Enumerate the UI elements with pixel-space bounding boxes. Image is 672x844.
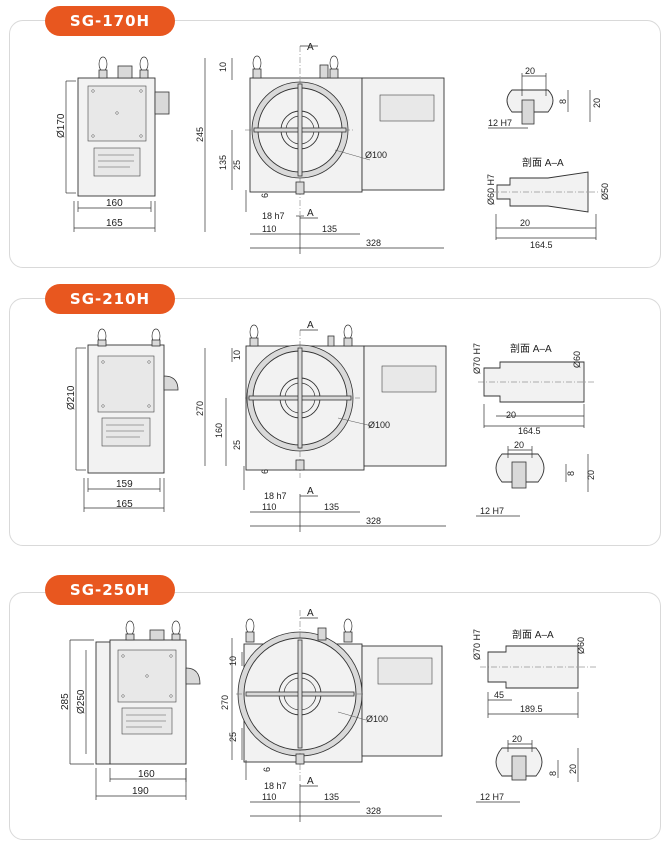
side-view xyxy=(231,610,443,822)
dim-left: 110 xyxy=(262,224,276,234)
drawing-sg-250h: 285 Ø250 160 190 A A 10 270 25 6 18 h7 1… xyxy=(60,608,596,822)
drawing-sg-170h: 160 165 Ø170 A A 10 245 135 25 6 18 h7 xyxy=(56,42,610,254)
key-detail xyxy=(476,740,579,803)
key-detail xyxy=(488,73,591,129)
front-width-inner: 160 xyxy=(138,769,155,780)
dim-right: 135 xyxy=(324,502,339,512)
arrow-a-top: A xyxy=(307,320,314,331)
section-right-dia: Ø60 xyxy=(576,637,586,654)
dim-bore: Ø100 xyxy=(366,714,388,724)
section-left-dia: Ø70 H7 xyxy=(472,629,482,660)
key-depth: 8 xyxy=(558,99,568,104)
key-detail xyxy=(476,446,589,517)
section-step: 20 xyxy=(520,218,530,228)
front-view xyxy=(65,56,170,232)
model-tag-sg-170h: SG-170H xyxy=(45,6,175,36)
section-title: 剖面 A–A xyxy=(512,628,554,641)
section-a-a xyxy=(478,361,596,428)
key-slot: 12 H7 xyxy=(480,506,504,516)
key-width: 20 xyxy=(514,440,524,450)
front-width-inner: 160 xyxy=(106,198,123,209)
dim-key-width: 18 h7 xyxy=(262,211,285,221)
front-width-inner: 159 xyxy=(116,479,133,490)
dim-total-height: 270 xyxy=(220,695,230,710)
dim-key-width: 18 h7 xyxy=(264,491,287,501)
drawing-sg-210h: 159 165 Ø210 A A 10 270 160 25 6 18 h7 1… xyxy=(66,320,596,532)
dim-center: 160 xyxy=(214,423,224,438)
key-height: 20 xyxy=(592,98,602,108)
key-slot: 12 H7 xyxy=(488,118,512,128)
model-tag-sg-210h: SG-210H xyxy=(45,284,175,314)
dim-offset: 25 xyxy=(228,732,238,742)
front-height: Ø250 xyxy=(76,689,87,714)
side-view xyxy=(204,324,447,532)
dim-bore: Ø100 xyxy=(368,420,390,430)
dim-top: 10 xyxy=(228,656,238,666)
front-width-outer: 165 xyxy=(116,499,133,510)
dim-total-height: 270 xyxy=(195,401,205,416)
front-total-height: 285 xyxy=(60,693,71,710)
section-right-dia: Ø50 xyxy=(600,183,610,200)
front-width-outer: 165 xyxy=(106,218,123,229)
dim-center: 135 xyxy=(218,155,228,170)
dim-right: 135 xyxy=(322,224,337,234)
dim-key-width: 18 h7 xyxy=(264,781,287,791)
key-depth: 8 xyxy=(566,471,576,476)
key-width: 20 xyxy=(512,734,522,744)
section-length: 189.5 xyxy=(520,704,543,714)
section-right-dia: Ø60 xyxy=(572,351,582,368)
arrow-a-top: A xyxy=(307,608,314,619)
front-height: Ø210 xyxy=(66,385,77,410)
dim-bore: Ø100 xyxy=(365,150,387,160)
dim-left: 110 xyxy=(262,792,276,802)
dim-offset: 25 xyxy=(232,440,242,450)
dim-right: 135 xyxy=(324,792,339,802)
dim-key: 6 xyxy=(260,193,270,198)
key-width: 20 xyxy=(525,66,535,76)
dim-left: 110 xyxy=(262,502,276,512)
section-step: 20 xyxy=(506,410,516,420)
section-left-dia: Ø70 H7 xyxy=(472,343,482,374)
arrow-a-bottom: A xyxy=(307,208,314,219)
section-a-a xyxy=(490,171,600,240)
model-tag-sg-250h: SG-250H xyxy=(45,575,175,605)
arrow-a-top: A xyxy=(307,42,314,53)
key-depth: 8 xyxy=(548,771,558,776)
dim-length: 328 xyxy=(366,516,381,526)
section-a-a xyxy=(480,645,596,718)
section-length: 164.5 xyxy=(530,240,553,250)
section-step: 45 xyxy=(494,690,504,700)
arrow-a-bottom: A xyxy=(307,486,314,497)
dim-length: 328 xyxy=(366,806,381,816)
dim-top: 10 xyxy=(218,62,228,72)
dim-key: 6 xyxy=(262,767,272,772)
section-title: 剖面 A–A xyxy=(510,342,552,355)
section-length: 164.5 xyxy=(518,426,541,436)
front-view xyxy=(69,620,201,800)
front-height: Ø170 xyxy=(56,113,67,138)
arrow-a-bottom: A xyxy=(307,776,314,787)
front-width-outer: 190 xyxy=(132,786,149,797)
dim-top: 10 xyxy=(232,350,242,360)
dim-length: 328 xyxy=(366,238,381,248)
dim-total-height: 245 xyxy=(195,127,205,142)
side-view xyxy=(204,45,445,254)
dim-offset: 25 xyxy=(232,160,242,170)
dim-key: 6 xyxy=(260,469,270,474)
key-slot: 12 H7 xyxy=(480,792,504,802)
key-height: 20 xyxy=(568,764,578,774)
key-height: 20 xyxy=(586,470,596,480)
section-title: 剖面 A–A xyxy=(522,156,564,169)
front-view xyxy=(75,328,179,512)
section-left-dia: Ø60 H7 xyxy=(486,174,496,205)
